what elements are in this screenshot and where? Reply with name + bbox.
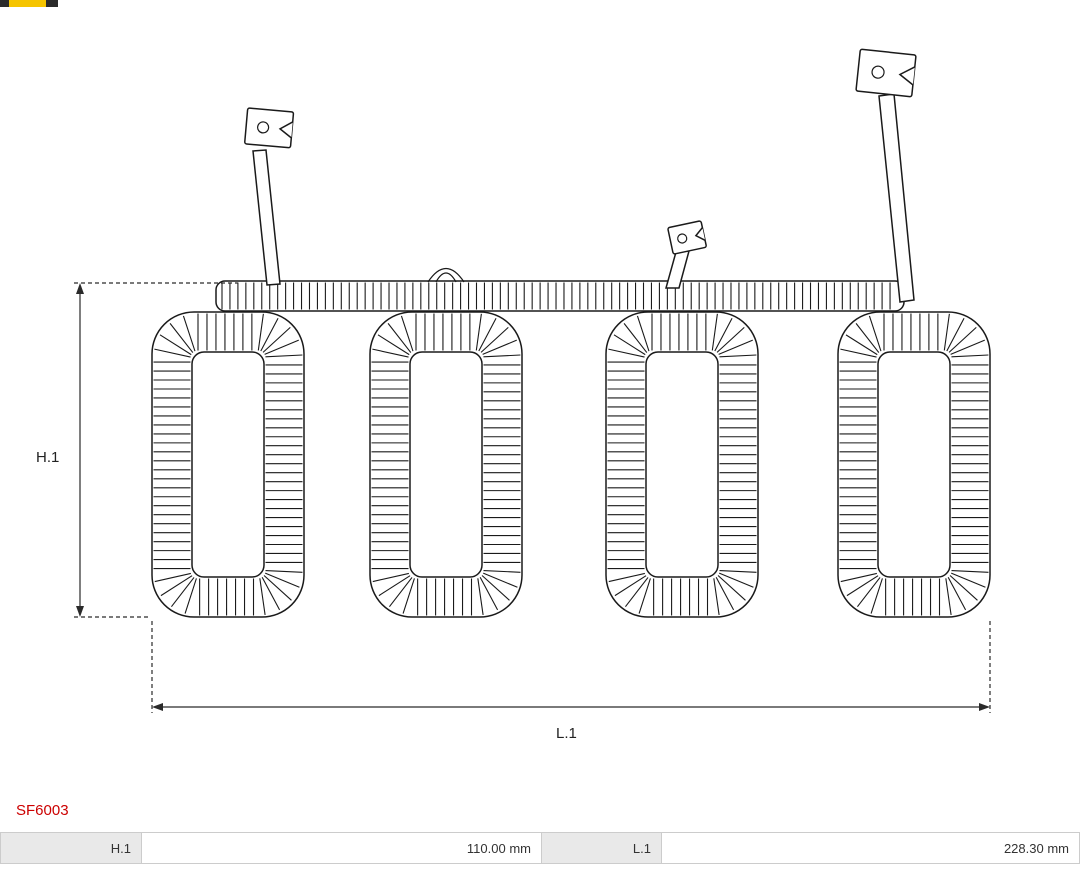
dimension-l1: L.1 bbox=[151, 621, 991, 742]
h1-arrow-down bbox=[76, 606, 84, 617]
part-number: SF6003 bbox=[16, 802, 69, 819]
spec-h1-value: 110.00 mm bbox=[141, 833, 541, 863]
terminal-right-plate bbox=[855, 48, 917, 98]
terminal-left-notch bbox=[278, 121, 294, 139]
spec-l1-label: L.1 bbox=[541, 833, 661, 863]
bus-hatch bbox=[221, 282, 891, 310]
bus-tube bbox=[215, 280, 905, 312]
l1-label: L.1 bbox=[556, 725, 577, 742]
crossover-inner-arc bbox=[435, 272, 457, 283]
terminal-left-hole bbox=[257, 121, 270, 134]
spec-table: H.1 110.00 mm L.1 228.30 mm bbox=[0, 832, 1080, 864]
terminal-lead-left bbox=[252, 149, 281, 286]
field-coil-diagram: H.1 L.1 bbox=[36, 48, 991, 742]
terminal-middle-notch bbox=[694, 227, 706, 241]
l1-arrow-left bbox=[152, 703, 163, 711]
terminal-middle bbox=[667, 220, 707, 255]
logo-fragment bbox=[0, 0, 58, 7]
terminal-right-notch bbox=[898, 66, 916, 86]
bus-crossover-loop bbox=[427, 267, 465, 283]
terminal-left bbox=[244, 107, 295, 149]
h1-label: H.1 bbox=[36, 449, 59, 466]
terminal-middle-hole bbox=[677, 233, 688, 244]
bus-winding bbox=[215, 280, 905, 312]
terminal-right bbox=[855, 48, 917, 98]
terminal-right-hole bbox=[871, 65, 885, 79]
l1-arrow-right bbox=[979, 703, 990, 711]
spec-h1-label: H.1 bbox=[1, 833, 141, 863]
terminal-lead-right bbox=[878, 93, 915, 303]
coil-4 bbox=[837, 311, 991, 618]
h1-arrow-up bbox=[76, 283, 84, 294]
coil-3 bbox=[605, 311, 759, 618]
spec-l1-value: 228.30 mm bbox=[661, 833, 1079, 863]
dimension-h1: H.1 bbox=[36, 282, 238, 618]
coil-1 bbox=[151, 311, 305, 618]
crossover-outer-arc bbox=[427, 267, 465, 283]
coil-2 bbox=[369, 311, 523, 618]
